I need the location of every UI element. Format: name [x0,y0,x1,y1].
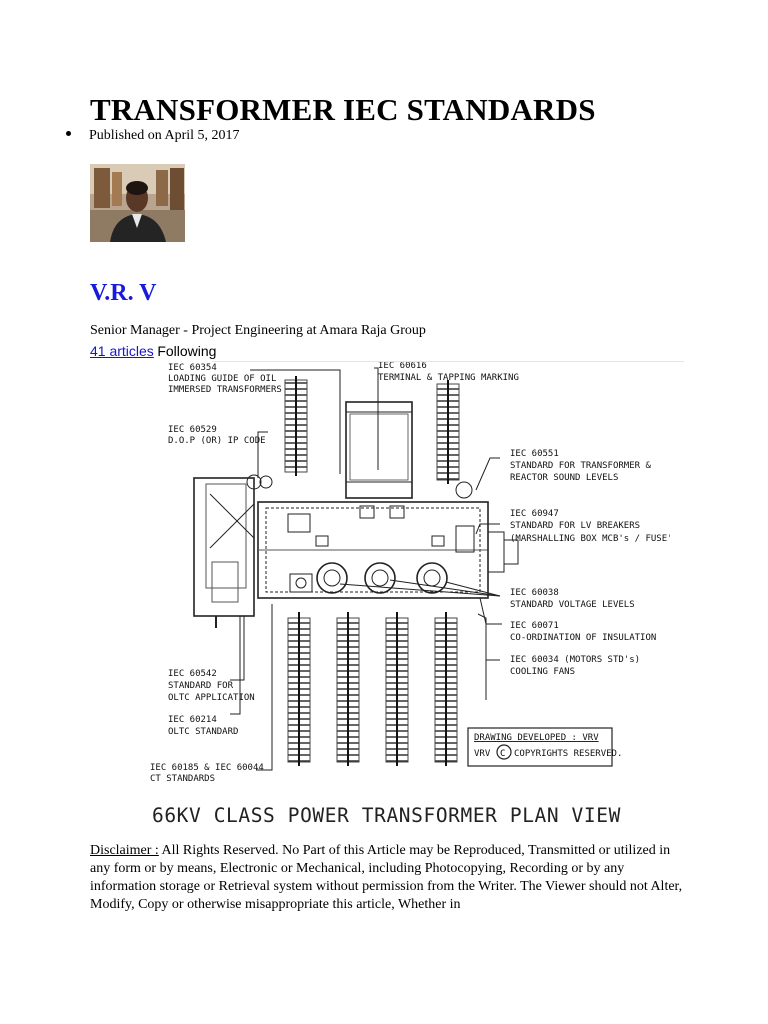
label-iec60947-desc2: (MARSHALLING BOX MCB's / FUSE's) [510,534,670,544]
svg-text:C: C [500,749,505,759]
articles-link[interactable]: 41 articles [90,343,154,359]
label-iec60354-desc2: IMMERSED TRANSFORMERS [168,385,282,395]
label-iec60214: IEC 60214 [168,715,217,725]
published-date: Published on April 5, 2017 [89,128,240,143]
author-name[interactable]: V.R. V [90,280,157,306]
drawing-developed-note: DRAWING DEVELOPED : VRV [474,733,599,743]
author-stats: 41 articles Following [90,343,216,361]
disclaimer-label: Disclaimer : [90,843,159,858]
label-iec60529: IEC 60529 [168,425,217,435]
label-iec60034-desc: COOLING FANS [510,667,575,677]
label-iec60071: IEC 60071 [510,621,559,631]
label-iec60071-desc: CO-ORDINATION OF INSULATION [510,633,656,643]
following-label[interactable]: Following [157,343,217,359]
label-iec60214-desc: OLTC STANDARD [168,727,238,737]
copyright-owner: VRV [474,749,491,759]
label-iec60542: IEC 60542 [168,669,217,679]
label-iec60947-desc1: STANDARD FOR LV BREAKERS [510,521,640,531]
label-iec60185-desc: CT STANDARDS [150,774,215,784]
copyright-note: COPYRIGHTS RESERVED. [514,749,622,759]
drawing-caption: 66KV CLASS POWER TRANSFORMER PLAN VIEW [152,804,621,827]
label-iec60529-desc: D.O.P (OR) IP CODE [168,436,266,446]
author-role: Senior Manager - Project Engineering at … [90,323,426,338]
label-iec60542-desc1: STANDARD FOR [168,681,234,691]
label-iec60038: IEC 60038 [510,588,559,598]
label-iec60616-desc: TERMINAL & TAPPING MARKING [378,373,519,383]
label-iec60947: IEC 60947 [510,509,559,519]
label-iec60551-desc2: REACTOR SOUND LEVELS [510,473,618,483]
author-avatar[interactable] [90,164,185,242]
disclaimer-text: All Rights Reserved. No Part of this Art… [90,843,683,912]
label-iec60542-desc2: OLTC APPLICATION [168,693,255,703]
transformer-drawing: C IEC 60354 LOADING GUIDE OF OIL IMMERSE… [150,361,683,832]
label-iec60185: IEC 60185 & IEC 60044 [150,763,264,773]
published-line: Published on April 5, 2017 [66,128,240,144]
divider [212,361,684,362]
label-iec60551: IEC 60551 [510,449,559,459]
label-iec60551-desc1: STANDARD FOR TRANSFORMER & [510,461,651,471]
label-iec60616: IEC 60616 [378,362,427,371]
avatar-photo [90,164,185,242]
label-iec60038-desc: STANDARD VOLTAGE LEVELS [510,600,635,610]
disclaimer: Disclaimer : All Rights Reserved. No Par… [90,842,690,914]
transformer-plan-view: C IEC 60354 LOADING GUIDE OF OIL IMMERSE… [150,361,683,827]
label-iec60354-desc1: LOADING GUIDE OF OIL [168,374,276,384]
article-title: TRANSFORMER IEC STANDARDS [90,92,596,127]
label-iec60034: IEC 60034 (MOTORS STD's) [510,655,640,665]
label-iec60354: IEC 60354 [168,363,217,373]
bullet-icon [66,131,71,137]
